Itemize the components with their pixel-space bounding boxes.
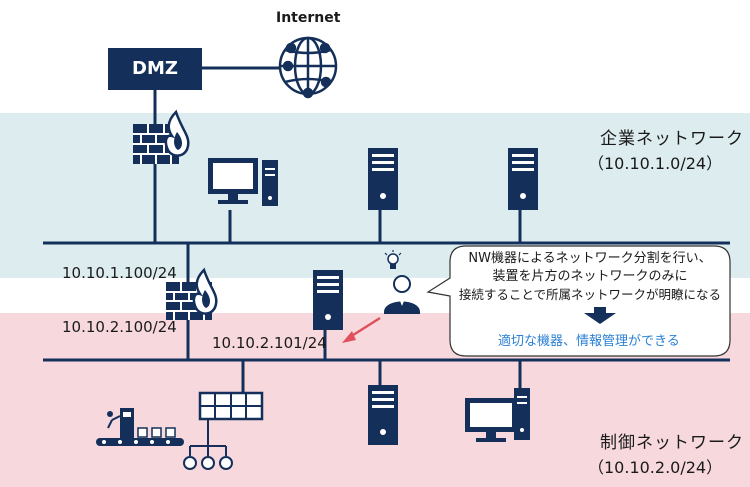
conveyor-factory-icon bbox=[96, 408, 184, 446]
callout-line-1: NW機器によるネットワーク分割を行い、 bbox=[468, 251, 712, 266]
plc-controller-icon bbox=[183, 391, 264, 470]
arrow-down-icon bbox=[584, 307, 616, 324]
dmz-label: DMZ bbox=[132, 58, 178, 79]
internet-label: Internet bbox=[276, 10, 341, 26]
callout-line-3: 接続することで所属ネットワークが明瞭になる bbox=[458, 287, 722, 302]
engineer-person-icon bbox=[384, 275, 420, 314]
lightbulb-icon bbox=[384, 250, 402, 269]
server-icon-corporate-1 bbox=[368, 148, 398, 210]
server-icon-control-2 bbox=[368, 385, 398, 445]
desktop-pc-icon-control bbox=[465, 388, 530, 442]
firewall-icon-boundary bbox=[166, 267, 218, 320]
pointer-arrow bbox=[342, 316, 381, 343]
globe-icon bbox=[278, 36, 338, 99]
control-network-title: 制御ネットワーク bbox=[600, 433, 744, 453]
corporate-network-title: 企業ネットワーク bbox=[600, 129, 744, 149]
firewall-icon-corporate bbox=[133, 109, 190, 164]
callout-line-2: 装置を片方のネットワークのみに bbox=[492, 269, 688, 284]
callout-bubble bbox=[426, 245, 731, 357]
desktop-pc-icon-corporate bbox=[208, 158, 278, 206]
control-server-ip: 10.10.2.101/24 bbox=[212, 334, 327, 352]
server-icon-control-1 bbox=[313, 270, 343, 330]
firewall-ctrl-ip: 10.10.2.100/24 bbox=[62, 318, 177, 336]
firewall-corp-ip: 10.10.1.100/24 bbox=[62, 264, 177, 282]
callout-result: 適切な機器、情報管理ができる bbox=[498, 334, 680, 349]
control-network-subnet: （10.10.2.0/24） bbox=[588, 458, 723, 477]
dmz-box bbox=[108, 48, 202, 90]
corporate-network-subnet: （10.10.1.0/24） bbox=[588, 154, 723, 173]
server-icon-corporate-2 bbox=[508, 148, 538, 210]
